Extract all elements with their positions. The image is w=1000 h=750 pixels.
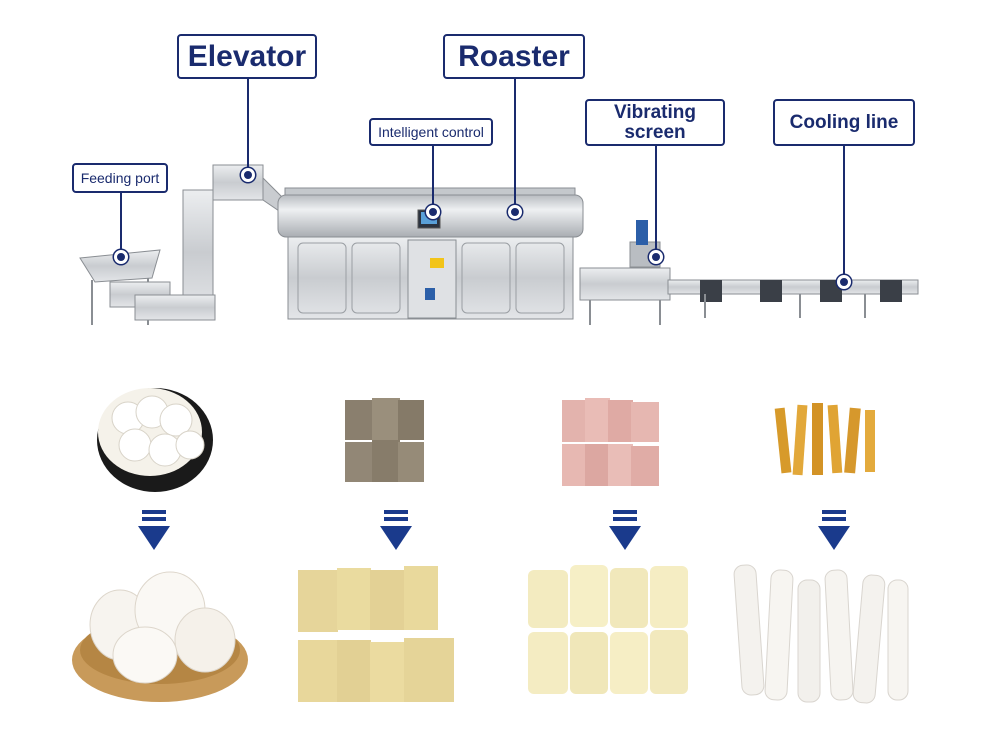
marker-dot-icon [508, 205, 522, 219]
marker-dot-icon [241, 168, 255, 182]
roaster-machine [277, 187, 584, 320]
roaster-leader-line [514, 78, 516, 208]
marker-dot-icon [837, 275, 851, 289]
cooling-line-leader-line [843, 145, 845, 278]
marker-dot-icon [114, 250, 128, 264]
raw-rice-crackers-plate [97, 388, 213, 492]
down-arrow-icon [380, 510, 412, 550]
raw-pink-sheets [562, 398, 659, 486]
puffed-grain-slabs [298, 566, 454, 702]
elevator-label: Elevator [177, 34, 317, 79]
roaster-label: Roaster [443, 34, 585, 79]
marker-dot-icon [426, 205, 440, 219]
intelligent-control-label: Intelligent control [369, 118, 493, 146]
marker-dot-icon [649, 250, 663, 264]
intelligent-control-leader-line [432, 146, 434, 208]
raw-amber-strips [774, 403, 875, 476]
puffed-crackers-basket [72, 571, 248, 702]
vibrating-screen-label: Vibrating screen [585, 99, 725, 146]
vibrating-screen-machine [579, 220, 671, 325]
down-arrow-icon [138, 510, 170, 550]
cooling-line-machine [667, 279, 919, 318]
elevator-leader-line [247, 78, 249, 173]
feeding-port-leader-line [120, 193, 122, 253]
raw-grain-slabs [345, 398, 424, 482]
feeding-port-label: Feeding port [72, 163, 168, 193]
puffed-sheets [528, 565, 688, 694]
down-arrow-icon [818, 510, 850, 550]
elevator-machine [134, 164, 286, 321]
vibrating-screen-leader-line [655, 145, 657, 253]
down-arrow-icon [609, 510, 641, 550]
puffed-strips [733, 564, 909, 704]
cooling-line-label: Cooling line [773, 99, 915, 146]
